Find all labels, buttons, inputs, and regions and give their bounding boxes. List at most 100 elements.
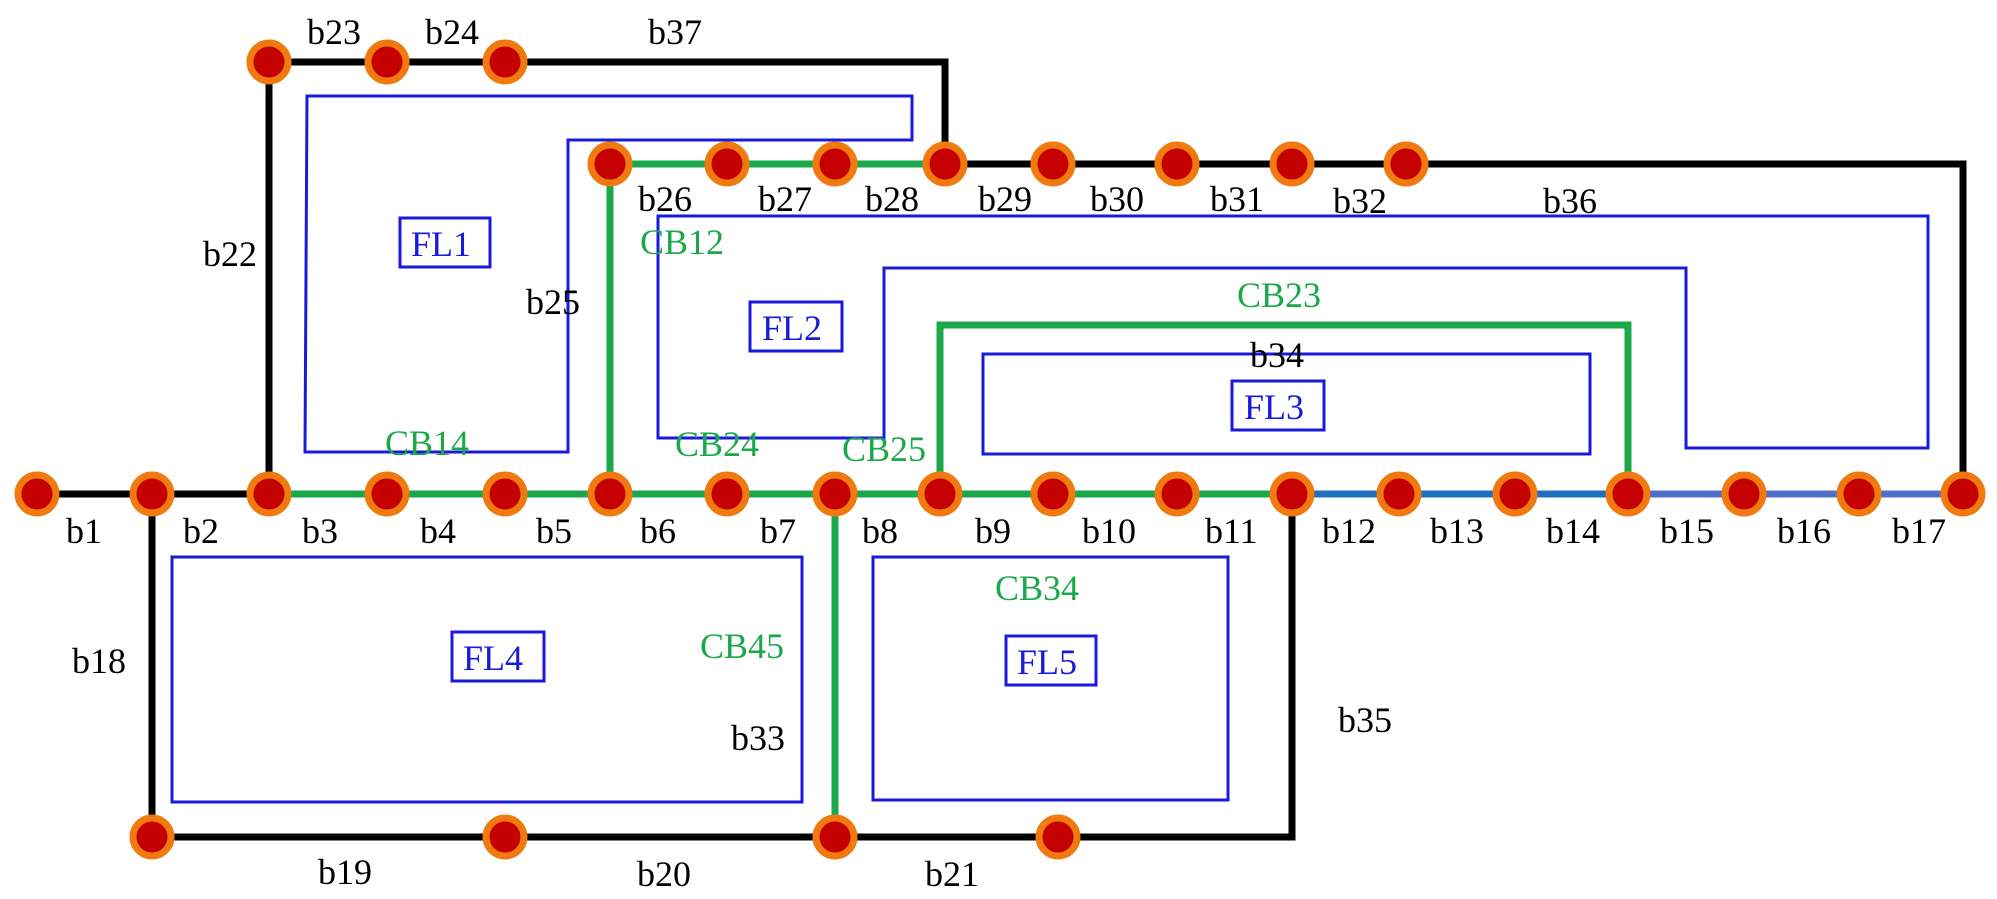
bus-node [129, 471, 175, 517]
label-b13: b13 [1430, 511, 1484, 551]
label-b26: b26 [638, 179, 692, 219]
label-cb12: CB12 [640, 222, 724, 262]
bus-node [129, 814, 175, 860]
bus-node [482, 39, 528, 85]
label-b12: b12 [1322, 511, 1376, 551]
bus-node [1492, 471, 1538, 517]
label-b25: b25 [526, 282, 580, 322]
label-b5: b5 [536, 511, 572, 551]
zone-fl4-box [450, 630, 546, 683]
label-b23: b23 [307, 12, 361, 52]
bus-node [1269, 141, 1315, 187]
label-b20: b20 [637, 854, 691, 894]
label-b30: b30 [1090, 179, 1144, 219]
label-b1: b1 [66, 511, 102, 551]
zone-fl2-box [748, 300, 844, 353]
label-b11: b11 [1205, 511, 1258, 551]
label-b33: b33 [731, 718, 785, 758]
bus-node [922, 141, 968, 187]
bus-nodes [14, 39, 1986, 860]
bus-node [1154, 141, 1200, 187]
branch-labels: b1 b2 b3 b4 b5 b6 b7 b8 b9 b10 b11 b12 b… [66, 12, 1946, 894]
label-b18: b18 [72, 641, 126, 681]
label-b2: b2 [183, 511, 219, 551]
label-b10: b10 [1082, 511, 1136, 551]
bus-node [704, 471, 750, 517]
zone-fl5-outline [871, 555, 1230, 802]
bus-node [1030, 471, 1076, 517]
label-b24: b24 [425, 12, 479, 52]
zone-fl4-outline [170, 555, 804, 804]
label-b3: b3 [302, 511, 338, 551]
bus-node [812, 141, 858, 187]
bus-node [1383, 141, 1429, 187]
label-b32: b32 [1333, 181, 1387, 221]
label-b22: b22 [203, 234, 257, 274]
bus-node [587, 141, 633, 187]
label-b6: b6 [640, 511, 676, 551]
bus-node [1721, 471, 1767, 517]
zone-fl3-outline [981, 352, 1592, 456]
protection-zones [170, 94, 1930, 804]
zone-fl1-box [398, 216, 492, 269]
label-cb34: CB34 [995, 568, 1079, 608]
label-cb45: CB45 [700, 626, 784, 666]
bus-node [246, 471, 292, 517]
zone-fl1-outline [303, 94, 914, 454]
label-b17: b17 [1892, 511, 1946, 551]
breaker-labels: CB12 CB14 CB23 CB24 CB25 CB34 CB45 [385, 222, 1321, 666]
bus-node [364, 39, 410, 85]
label-cb14: CB14 [385, 423, 469, 463]
bus-node [704, 141, 750, 187]
zone-boxes [398, 216, 1326, 687]
bus-node [14, 471, 60, 517]
bus-node [364, 471, 410, 517]
zone-fl3-box [1230, 379, 1326, 432]
label-b29: b29 [978, 179, 1032, 219]
bus-node [1154, 471, 1200, 517]
label-b14: b14 [1546, 511, 1600, 551]
bus-node [1605, 471, 1651, 517]
bus-node [246, 39, 292, 85]
label-b35: b35 [1338, 700, 1392, 740]
label-b19: b19 [318, 852, 372, 892]
label-b34: b34 [1250, 335, 1304, 375]
label-fl2: FL2 [762, 308, 822, 348]
bus-node [482, 471, 528, 517]
bus-node [917, 471, 963, 517]
label-b4: b4 [420, 511, 456, 551]
label-b15: b15 [1660, 511, 1714, 551]
label-b27: b27 [758, 179, 812, 219]
bus-node [1269, 471, 1315, 517]
label-fl1: FL1 [411, 224, 471, 264]
zone-fl2-outline [656, 214, 1930, 450]
bus-node [812, 814, 858, 860]
bus-node [482, 814, 528, 860]
zone-fl5-box [1004, 634, 1098, 687]
label-b7: b7 [760, 511, 796, 551]
label-cb23: CB23 [1237, 275, 1321, 315]
bus-node [1030, 141, 1076, 187]
zone-labels: FL1 FL2 FL3 FL4 FL5 [411, 224, 1304, 682]
label-fl3: FL3 [1244, 387, 1304, 427]
bus-node [1836, 471, 1882, 517]
bus-node [1940, 471, 1986, 517]
bus-node [587, 471, 633, 517]
label-b36: b36 [1543, 181, 1597, 221]
label-b9: b9 [975, 511, 1011, 551]
bus-node [1376, 471, 1422, 517]
label-fl4: FL4 [463, 638, 523, 678]
wire-cb23-loop [936, 321, 1632, 494]
label-b21: b21 [925, 854, 979, 894]
bus-node [1035, 814, 1081, 860]
label-b31: b31 [1210, 179, 1264, 219]
label-b28: b28 [865, 179, 919, 219]
label-b16: b16 [1777, 511, 1831, 551]
bus-node [812, 471, 858, 517]
label-cb24: CB24 [675, 424, 759, 464]
wire-b19-b21 [152, 494, 1296, 841]
label-cb25: CB25 [842, 429, 926, 469]
label-b37: b37 [648, 12, 702, 52]
label-b8: b8 [862, 511, 898, 551]
